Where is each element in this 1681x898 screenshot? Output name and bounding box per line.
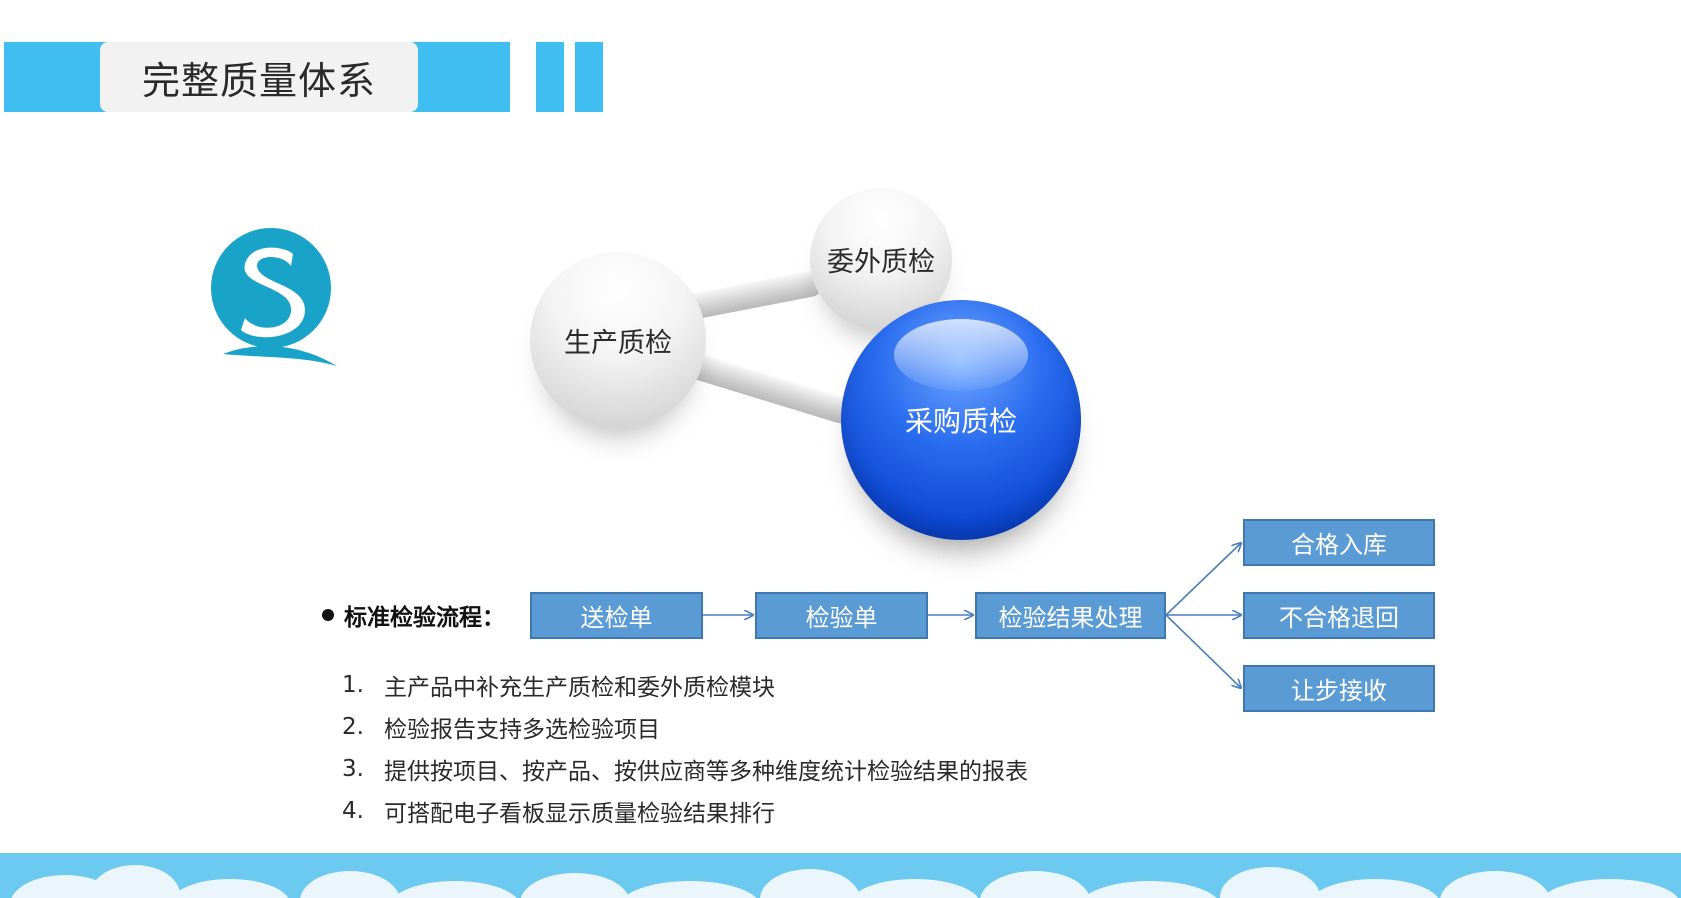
list-item-text: 可搭配电子看板显示质量检验结果排行 xyxy=(384,801,775,827)
bullet-dot-icon xyxy=(322,609,334,621)
list-item: 4. 可搭配电子看板显示质量检验结果排行 xyxy=(342,790,1028,832)
list-item-number: 1. xyxy=(342,672,364,698)
process-label-text: 标准检验流程： xyxy=(344,605,505,631)
arrow-result-to-concession xyxy=(1165,614,1241,688)
flow-outcome-concession: 让步接收 xyxy=(1243,665,1435,712)
flow-step-result-handling-label: 检验结果处理 xyxy=(998,604,1143,632)
cloud-shape xyxy=(760,869,860,898)
feature-list: 1. 主产品中补充生产质检和委外质检模块 2. 检验报告支持多选检验项目 3. … xyxy=(342,664,1028,832)
list-item-number: 2. xyxy=(342,714,364,740)
list-item: 3. 提供按项目、按产品、按供应商等多种维度统计检验结果的报表 xyxy=(342,748,1028,790)
list-item-text: 主产品中补充生产质检和委外质检模块 xyxy=(384,675,775,701)
list-item: 1. 主产品中补充生产质检和委外质检模块 xyxy=(342,664,1028,706)
footer-cloud-band xyxy=(0,853,1681,898)
cloud-shape xyxy=(1540,879,1680,898)
cloud-shape xyxy=(390,881,520,898)
flow-outcome-accept-label: 合格入库 xyxy=(1291,531,1387,559)
flow-step-inspection-label: 检验单 xyxy=(805,604,878,632)
page-title: 完整质量体系 xyxy=(100,42,418,112)
title-accent-bar-1 xyxy=(536,42,564,112)
arrow-result-to-accept xyxy=(1165,543,1241,616)
flow-outcome-return-label: 不合格退回 xyxy=(1279,604,1399,632)
flow-outcome-return: 不合格退回 xyxy=(1243,592,1435,639)
sphere-purchase-label: 采购质检 xyxy=(904,405,1017,438)
list-item-text: 检验报告支持多选检验项目 xyxy=(384,717,660,743)
flow-step-result-handling: 检验结果处理 xyxy=(975,592,1166,639)
cloud-shape xyxy=(1080,881,1220,898)
cloud-shape xyxy=(170,879,290,898)
logo-s-letter xyxy=(241,247,305,338)
sphere-production-inspection: 生产质检 xyxy=(530,252,706,428)
cloud-shape xyxy=(1310,879,1440,898)
flow-step-inspection: 检验单 xyxy=(755,592,928,639)
title-accent-bar-2 xyxy=(575,42,603,112)
sphere-production-label: 生产质检 xyxy=(564,327,672,359)
process-label: 标准检验流程： xyxy=(322,598,505,632)
flow-step-submit-label: 送检单 xyxy=(580,604,653,632)
cloud-shape xyxy=(1220,867,1320,898)
sphere-purchase-inspection: 采购质检 xyxy=(841,300,1081,540)
list-item-number: 3. xyxy=(342,756,364,782)
list-item-text: 提供按项目、按产品、按供应商等多种维度统计检验结果的报表 xyxy=(384,759,1028,785)
cloud-shape xyxy=(300,871,400,898)
cloud-shape xyxy=(850,879,980,898)
cloud-shape xyxy=(520,873,630,898)
flow-outcome-accept: 合格入库 xyxy=(1243,519,1435,566)
sphere-outsourced-label: 委外质检 xyxy=(827,246,935,278)
flow-step-submit: 送检单 xyxy=(530,592,703,639)
cloud-shape xyxy=(1440,871,1550,898)
cloud-shape xyxy=(90,865,180,898)
flow-outcome-concession-label: 让步接收 xyxy=(1291,677,1387,705)
sq-quality-logo-icon xyxy=(211,228,337,366)
cloud-shape xyxy=(980,871,1090,898)
cloud-shape xyxy=(620,881,760,898)
list-item: 2. 检验报告支持多选检验项目 xyxy=(342,706,1028,748)
list-item-number: 4. xyxy=(342,798,364,824)
